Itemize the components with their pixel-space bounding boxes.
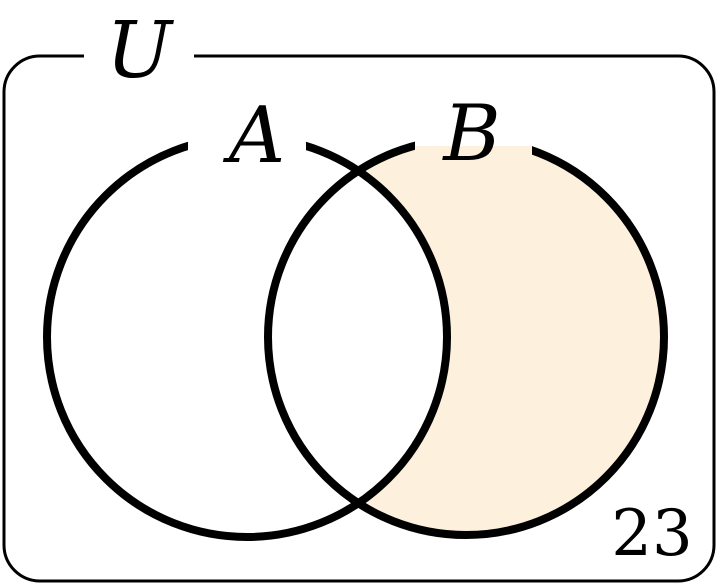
- region-b-only: [268, 146, 664, 535]
- label-b-gap-shade: [415, 146, 532, 166]
- label-a-gap: [188, 105, 306, 165]
- set-a-label: A: [223, 91, 285, 181]
- label-b-gap: [415, 100, 532, 146]
- universe-label-gap: [84, 40, 194, 70]
- universe-box: [2, 54, 716, 583]
- universe-label: U: [106, 6, 174, 96]
- region-value-label: 23: [611, 497, 692, 571]
- set-b-label: B: [441, 89, 500, 179]
